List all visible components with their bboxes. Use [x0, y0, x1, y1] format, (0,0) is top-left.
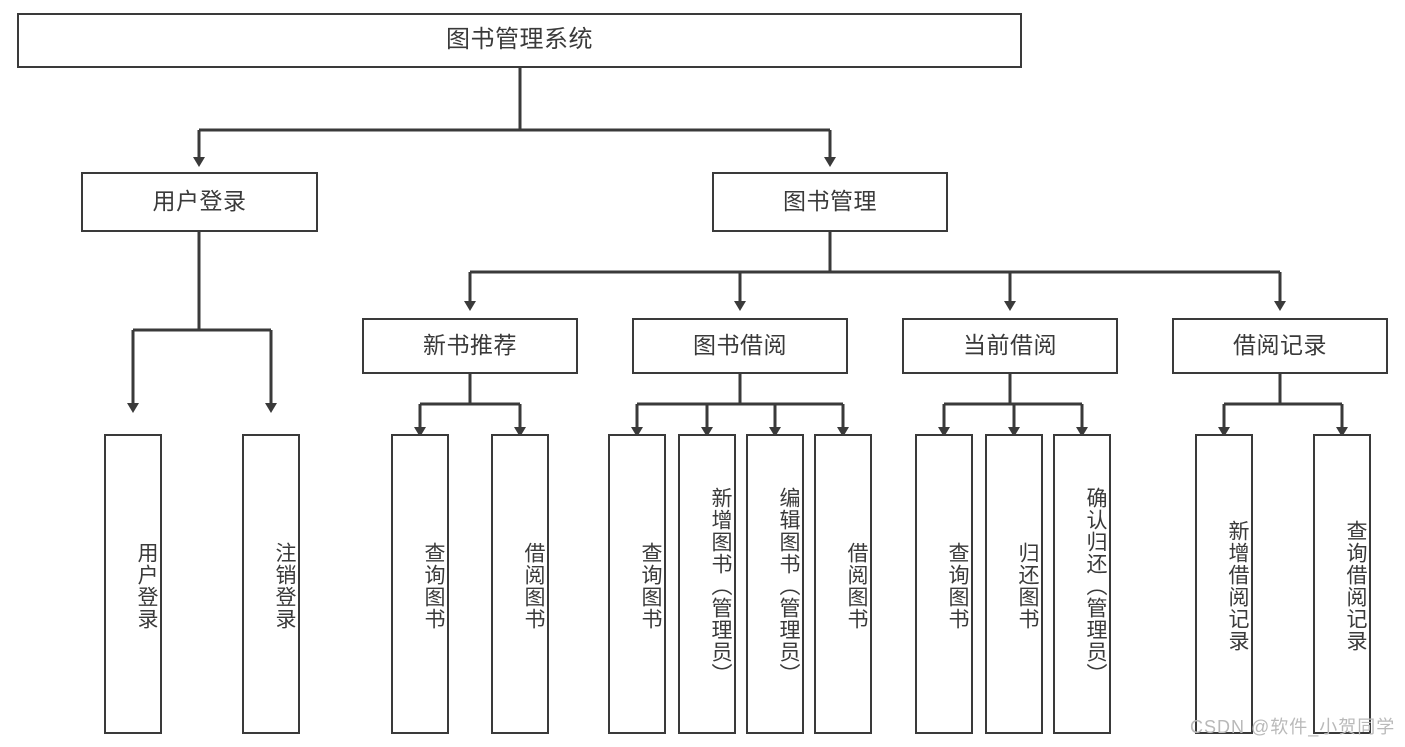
node-label: 借阅图书 [845, 542, 868, 630]
node-user-login[interactable]: 用户登录 [81, 172, 318, 232]
node-label: 借阅图书 [522, 542, 545, 630]
node-book-borrowing[interactable]: 图书借阅 [632, 318, 848, 374]
node-label: 借阅记录 [1233, 332, 1327, 359]
node-label: 确认归还（管理员） [1084, 487, 1107, 685]
node-label: 注销登录 [273, 542, 296, 630]
node-label: 归还图书 [1016, 542, 1039, 630]
leaf-borrow-book[interactable]: 借阅图书 [814, 434, 872, 734]
leaf-logout-login[interactable]: 注销登录 [242, 434, 300, 734]
leaf-user-login[interactable]: 用户登录 [104, 434, 162, 734]
watermark-text: CSDN @软件_小贺同学 [1190, 717, 1396, 737]
node-new-book-recommendation[interactable]: 新书推荐 [362, 318, 578, 374]
leaf-query-borrow-record[interactable]: 查询借阅记录 [1313, 434, 1371, 734]
node-label: 新增借阅记录 [1226, 520, 1249, 652]
node-label: 新书推荐 [423, 332, 517, 359]
leaf-query-book-borrow[interactable]: 查询图书 [608, 434, 666, 734]
node-book-management[interactable]: 图书管理 [712, 172, 948, 232]
leaf-confirm-return-admin[interactable]: 确认归还（管理员） [1053, 434, 1111, 734]
node-label: 查询图书 [639, 542, 662, 630]
node-label: 新增图书（管理员） [709, 487, 732, 685]
node-label: 图书借阅 [693, 332, 787, 359]
node-label: 用户登录 [135, 542, 158, 630]
leaf-borrow-book-rec[interactable]: 借阅图书 [491, 434, 549, 734]
node-label: 查询借阅记录 [1344, 520, 1367, 652]
leaf-return-book[interactable]: 归还图书 [985, 434, 1043, 734]
node-label: 查询图书 [946, 542, 969, 630]
node-current-borrowing[interactable]: 当前借阅 [902, 318, 1118, 374]
node-label: 用户登录 [152, 188, 247, 215]
node-label: 图书管理系统 [446, 26, 593, 54]
leaf-edit-book-admin[interactable]: 编辑图书（管理员） [746, 434, 804, 734]
node-label: 编辑图书（管理员） [777, 487, 800, 685]
leaf-add-book-admin[interactable]: 新增图书（管理员） [678, 434, 736, 734]
node-root-book-management-system[interactable]: 图书管理系统 [17, 13, 1022, 68]
leaf-query-book-current[interactable]: 查询图书 [915, 434, 973, 734]
node-borrowing-record[interactable]: 借阅记录 [1172, 318, 1388, 374]
node-label: 当前借阅 [963, 332, 1057, 359]
node-label: 图书管理 [783, 188, 877, 215]
leaf-query-book-rec[interactable]: 查询图书 [391, 434, 449, 734]
node-label: 查询图书 [422, 542, 445, 630]
leaf-add-borrow-record[interactable]: 新增借阅记录 [1195, 434, 1253, 734]
